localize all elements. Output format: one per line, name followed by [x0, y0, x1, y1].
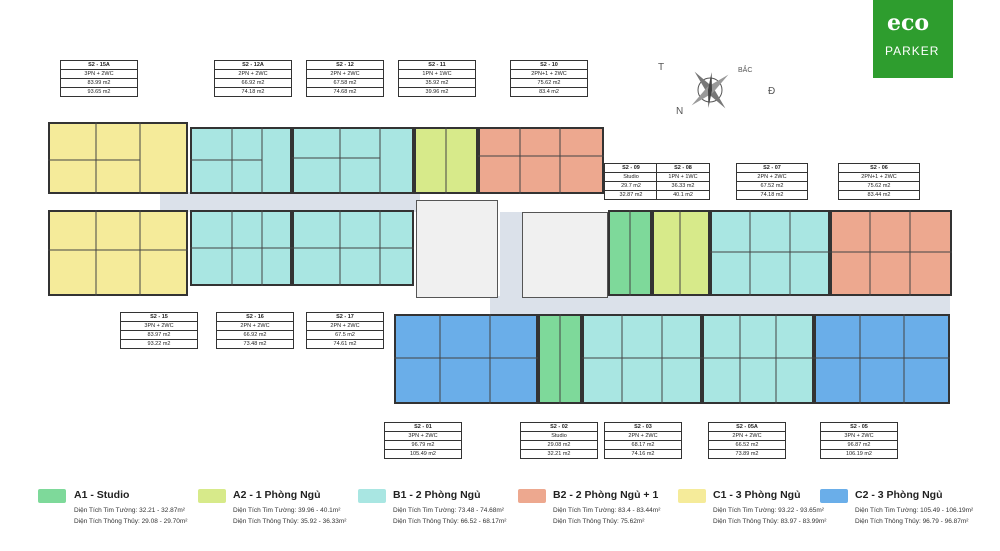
legend-name-c2: C2 - 3 Phòng Ngủ: [855, 489, 943, 501]
legend-tt-b1: Diện Tích Tim Tường: 73.48 - 74.68m²: [393, 507, 504, 514]
corridor-east: [490, 296, 950, 314]
unit-s2-12-plan[interactable]: [292, 127, 414, 194]
unit-s2-15a-plan[interactable]: [48, 122, 188, 194]
legend-th-c1: Diện Tích Thông Thủy: 83.97 - 83.99m²: [713, 518, 827, 525]
legend-name-b2: B2 - 2 Phòng Ngủ + 1: [553, 489, 659, 501]
elevator-core-west: [416, 200, 498, 298]
legend-swatch-b1: [358, 489, 386, 503]
eco-parker-logo: eco PARKER: [873, 0, 953, 78]
unit-s2-06-plan[interactable]: [830, 210, 952, 296]
legend-swatch-a2: [198, 489, 226, 503]
legend-tt-a2: Diện Tích Tim Tường: 39.96 - 40.1m²: [233, 507, 341, 514]
legend-tt-a1: Diện Tích Tim Tường: 32.21 - 32.87m²: [74, 507, 185, 514]
compass-south: N: [676, 106, 683, 117]
elevator-core-east: [522, 212, 608, 298]
compass-west: T: [658, 62, 664, 73]
unit-s2-05-plan[interactable]: [814, 314, 950, 404]
legend-th-a1: Diện Tích Thông Thủy: 29.08 - 29.70m²: [74, 518, 188, 525]
unit-s2-05a-plan[interactable]: [702, 314, 814, 404]
room-partitions: [48, 122, 952, 404]
legend-tt-b2: Diện Tích Tim Tường: 83.4 - 83.44m²: [553, 507, 661, 514]
legend-name-b1: B1 - 2 Phòng Ngủ: [393, 489, 481, 501]
legend-th-a2: Diện Tích Thông Thủy: 35.92 - 36.33m²: [233, 518, 347, 525]
unit-s2-07-plan[interactable]: [710, 210, 830, 296]
legend-th-c2: Diện Tích Thông Thủy: 96.79 - 96.87m²: [855, 518, 969, 525]
legend-name-c1: C1 - 3 Phòng Ngủ: [713, 489, 801, 501]
legend-name-a1: A1 - Studio: [74, 489, 130, 501]
legend-tt-c1: Diện Tích Tim Tường: 93.22 - 93.65m²: [713, 507, 824, 514]
corridor-west: [160, 192, 420, 212]
legend-tt-c2: Diện Tích Tim Tường: 105.49 - 106.19m²: [855, 507, 974, 514]
unit-s2-01-plan[interactable]: [394, 314, 538, 404]
compass-east: Đ: [768, 86, 775, 97]
legend-name-a2: A2 - 1 Phòng Ngủ: [233, 489, 321, 501]
legend-th-b2: Diện Tích Thông Thủy: 75.62m²: [553, 518, 645, 525]
legend-swatch-c1: [678, 489, 706, 503]
unit-s2-08-plan[interactable]: [652, 210, 710, 296]
unit-s2-10-plan[interactable]: [478, 127, 604, 194]
unit-s2-15-plan[interactable]: [48, 210, 188, 296]
logo-parker-text: PARKER: [885, 44, 940, 58]
legend-swatch-b2: [518, 489, 546, 503]
legend-swatch-c2: [820, 489, 848, 503]
legend-swatch-a1: [38, 489, 66, 503]
compass-north: BẮC: [738, 65, 752, 74]
logo-eco-text: eco: [887, 10, 930, 36]
legend-th-b1: Diện Tích Thông Thủy: 66.52 - 68.17m²: [393, 518, 507, 525]
compass-rose: BẮC Đ N T: [658, 62, 775, 117]
unit-s2-03-plan[interactable]: [582, 314, 702, 404]
